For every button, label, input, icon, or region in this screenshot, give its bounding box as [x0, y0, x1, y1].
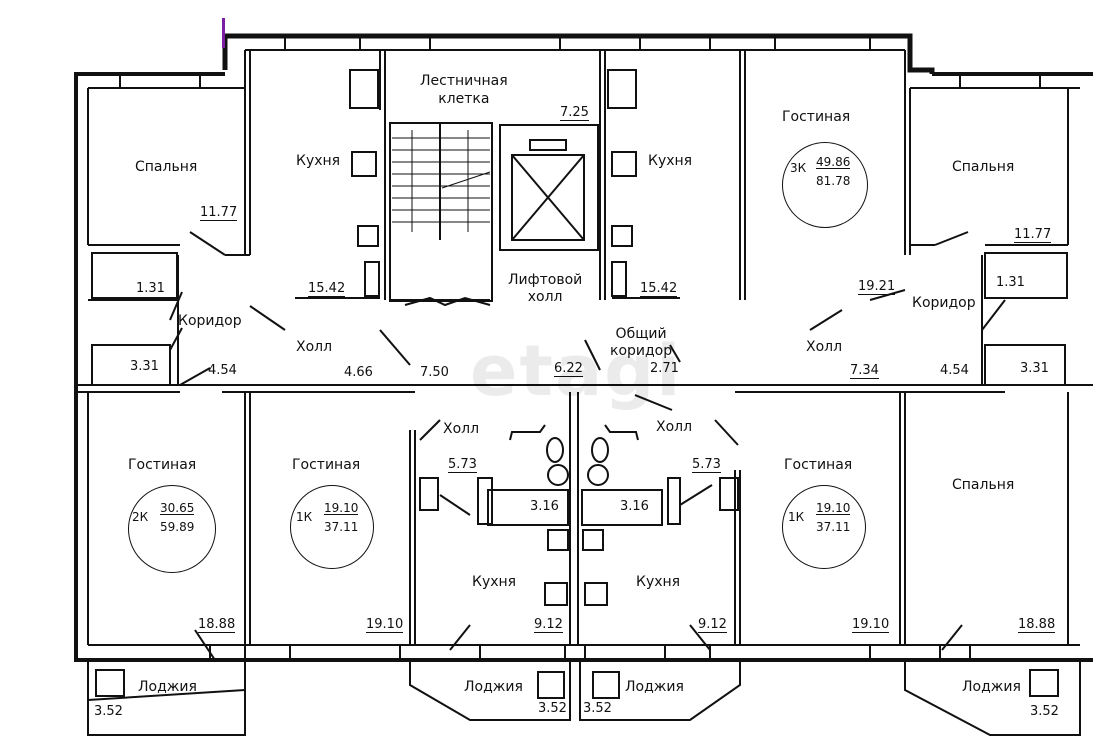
- area-bath-left: 3.31: [130, 359, 159, 374]
- lift-hall-label: Лифтовой холл: [508, 272, 583, 305]
- area-loggia-3: 3.52: [583, 701, 612, 716]
- apartment-total-3k: 81.78: [816, 174, 851, 188]
- area-loggia-2: 3.52: [538, 701, 567, 716]
- room-hall-l: Холл: [296, 339, 333, 355]
- area-hall-573-r: 5.73: [692, 457, 721, 473]
- area-kitchen-tl: 15.42: [308, 281, 346, 297]
- area-bath-right: 3.31: [1020, 361, 1049, 376]
- room-loggia-1: Лоджия: [138, 679, 197, 695]
- room-bedroom-tl: Спальня: [135, 159, 198, 175]
- watermark: etagi: [470, 330, 683, 412]
- area-hall-466: 4.66: [344, 365, 373, 380]
- accent-mark: [222, 18, 225, 48]
- room-living-tr: Гостиная: [782, 109, 851, 125]
- area-kitchen-912-l: 9.12: [534, 617, 563, 633]
- area-living-1910-r: 19.10: [852, 617, 890, 633]
- stairwell-label: Лестничная клетка: [420, 73, 508, 108]
- room-hall-r: Холл: [806, 339, 843, 355]
- room-loggia-3: Лоджия: [625, 679, 684, 695]
- apartment-circle-2k: [128, 485, 216, 573]
- apartment-living-2k: 30.65: [160, 501, 195, 515]
- apartment-total-2k: 59.89: [160, 520, 195, 534]
- room-bedroom-tr: Спальня: [952, 159, 1015, 175]
- room-kitchen-bl: Кухня: [472, 574, 517, 590]
- room-corridor-l: Коридор: [178, 313, 242, 329]
- area-loggia-4: 3.52: [1030, 704, 1059, 719]
- area-hall-right-top: 19.21: [858, 279, 896, 295]
- room-kitchen-tr: Кухня: [648, 153, 693, 169]
- room-bedroom-br: Спальня: [952, 477, 1015, 493]
- outer-wall: [222, 33, 935, 74]
- apartment-total-1k-r: 37.11: [816, 520, 851, 534]
- room-living-br: Гостиная: [784, 457, 853, 473]
- area-stair: 7.25: [560, 105, 589, 121]
- apartment-type-2k: 2К: [132, 510, 149, 524]
- area-kitchen-tr: 15.42: [640, 281, 678, 297]
- area-common-271: 2.71: [650, 361, 679, 376]
- room-corridor-r: Коридор: [912, 295, 976, 311]
- room-hall-cl: Холл: [443, 421, 480, 437]
- area-living-1910-l: 19.10: [366, 617, 404, 633]
- room-living-bl2: Гостиная: [292, 457, 361, 473]
- apartment-living-1k-l: 19.10: [324, 501, 359, 515]
- area-living-bl: 18.88: [198, 617, 236, 633]
- area-corr-left: 4.54: [208, 363, 237, 378]
- apartment-type-1k-l: 1К: [296, 510, 313, 524]
- area-bed-left: 11.77: [200, 205, 238, 221]
- apartment-living-1k-r: 19.10: [816, 501, 851, 515]
- room-kitchen-tl: Кухня: [296, 153, 341, 169]
- apartment-type-3k: 3К: [790, 161, 807, 175]
- apartment-living-3k: 49.86: [816, 155, 851, 169]
- common-corridor-label: Общий коридор: [610, 326, 673, 359]
- area-wc-left: 1.31: [136, 281, 165, 296]
- room-loggia-4: Лоджия: [962, 679, 1021, 695]
- area-corr-right: 4.54: [940, 363, 969, 378]
- area-bath-c-l: 3.16: [530, 499, 559, 514]
- area-hall-750: 7.50: [420, 365, 449, 380]
- apartment-total-1k-l: 37.11: [324, 520, 359, 534]
- room-kitchen-br: Кухня: [636, 574, 681, 590]
- apartment-circle-3k: [782, 142, 868, 228]
- room-living-bl: Гостиная: [128, 457, 197, 473]
- area-bath-c-r: 3.16: [620, 499, 649, 514]
- apartment-circle-1k-r: [782, 485, 866, 569]
- area-kitchen-912-r: 9.12: [698, 617, 727, 633]
- room-hall-cr: Холл: [656, 419, 693, 435]
- area-hall-573-l: 5.73: [448, 457, 477, 473]
- area-bed-right: 11.77: [1014, 227, 1052, 243]
- area-loggia-1: 3.52: [94, 704, 123, 719]
- apartment-type-1k-r: 1К: [788, 510, 805, 524]
- area-wc-right: 1.31: [996, 275, 1025, 290]
- room-loggia-2: Лоджия: [464, 679, 523, 695]
- area-bed-br: 18.88: [1018, 617, 1056, 633]
- area-common-622: 6.22: [554, 361, 583, 377]
- area-hall-734: 7.34: [850, 363, 879, 379]
- apartment-circle-1k-l: [290, 485, 374, 569]
